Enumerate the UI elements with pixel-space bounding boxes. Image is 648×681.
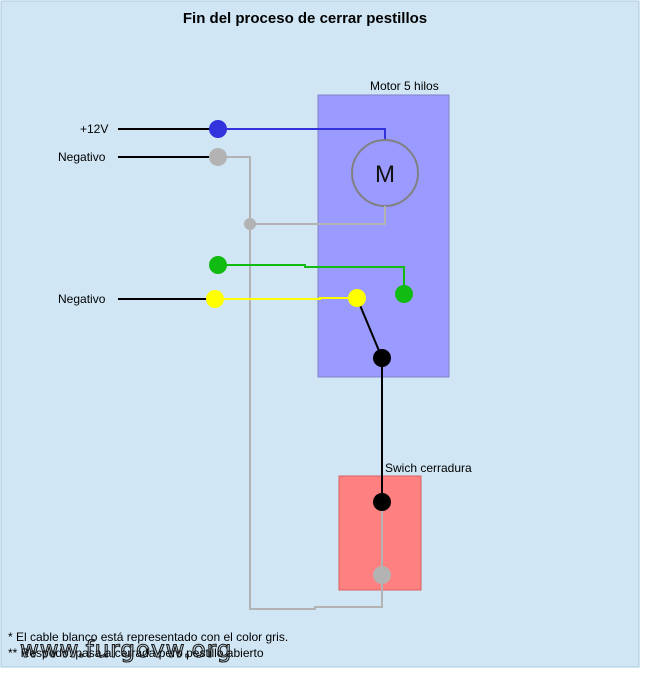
motor-label: Motor 5 hilos — [370, 79, 439, 93]
contact-arm — [356, 297, 383, 359]
terminal-green-left — [209, 256, 227, 274]
terminal-gray — [209, 148, 227, 166]
switch-label: Swich cerradura — [385, 461, 472, 475]
terminal-green-motor — [395, 285, 413, 303]
terminal-gray-switch — [373, 566, 391, 584]
junction-gray — [244, 218, 256, 230]
watermark: www.furgovw.org — [20, 637, 232, 663]
motor-symbol-letter: M — [375, 161, 395, 188]
terminal-black-switch — [373, 493, 391, 511]
diagram-title: Fin del proceso de cerrar pestillos — [183, 10, 427, 27]
terminal-black-motor — [373, 349, 391, 367]
label-plus12: +12V — [80, 122, 108, 136]
wire-gray-loop — [218, 156, 383, 610]
footnote-2: ** Respodo: pasa a cerrada pero pestillo… — [8, 646, 264, 660]
label-negativo-2: Negativo — [58, 292, 106, 306]
motor-box — [317, 94, 450, 378]
wire-yellow — [215, 297, 357, 300]
wire-green — [218, 264, 405, 294]
wire-gray-motor — [250, 206, 386, 225]
terminal-blue — [209, 120, 227, 138]
footnote-1: * El cable blanco está representado con … — [8, 630, 288, 644]
terminal-yellow-motor — [348, 289, 366, 307]
label-negativo-1: Negativo — [58, 150, 106, 164]
terminal-yellow-left — [206, 290, 224, 308]
